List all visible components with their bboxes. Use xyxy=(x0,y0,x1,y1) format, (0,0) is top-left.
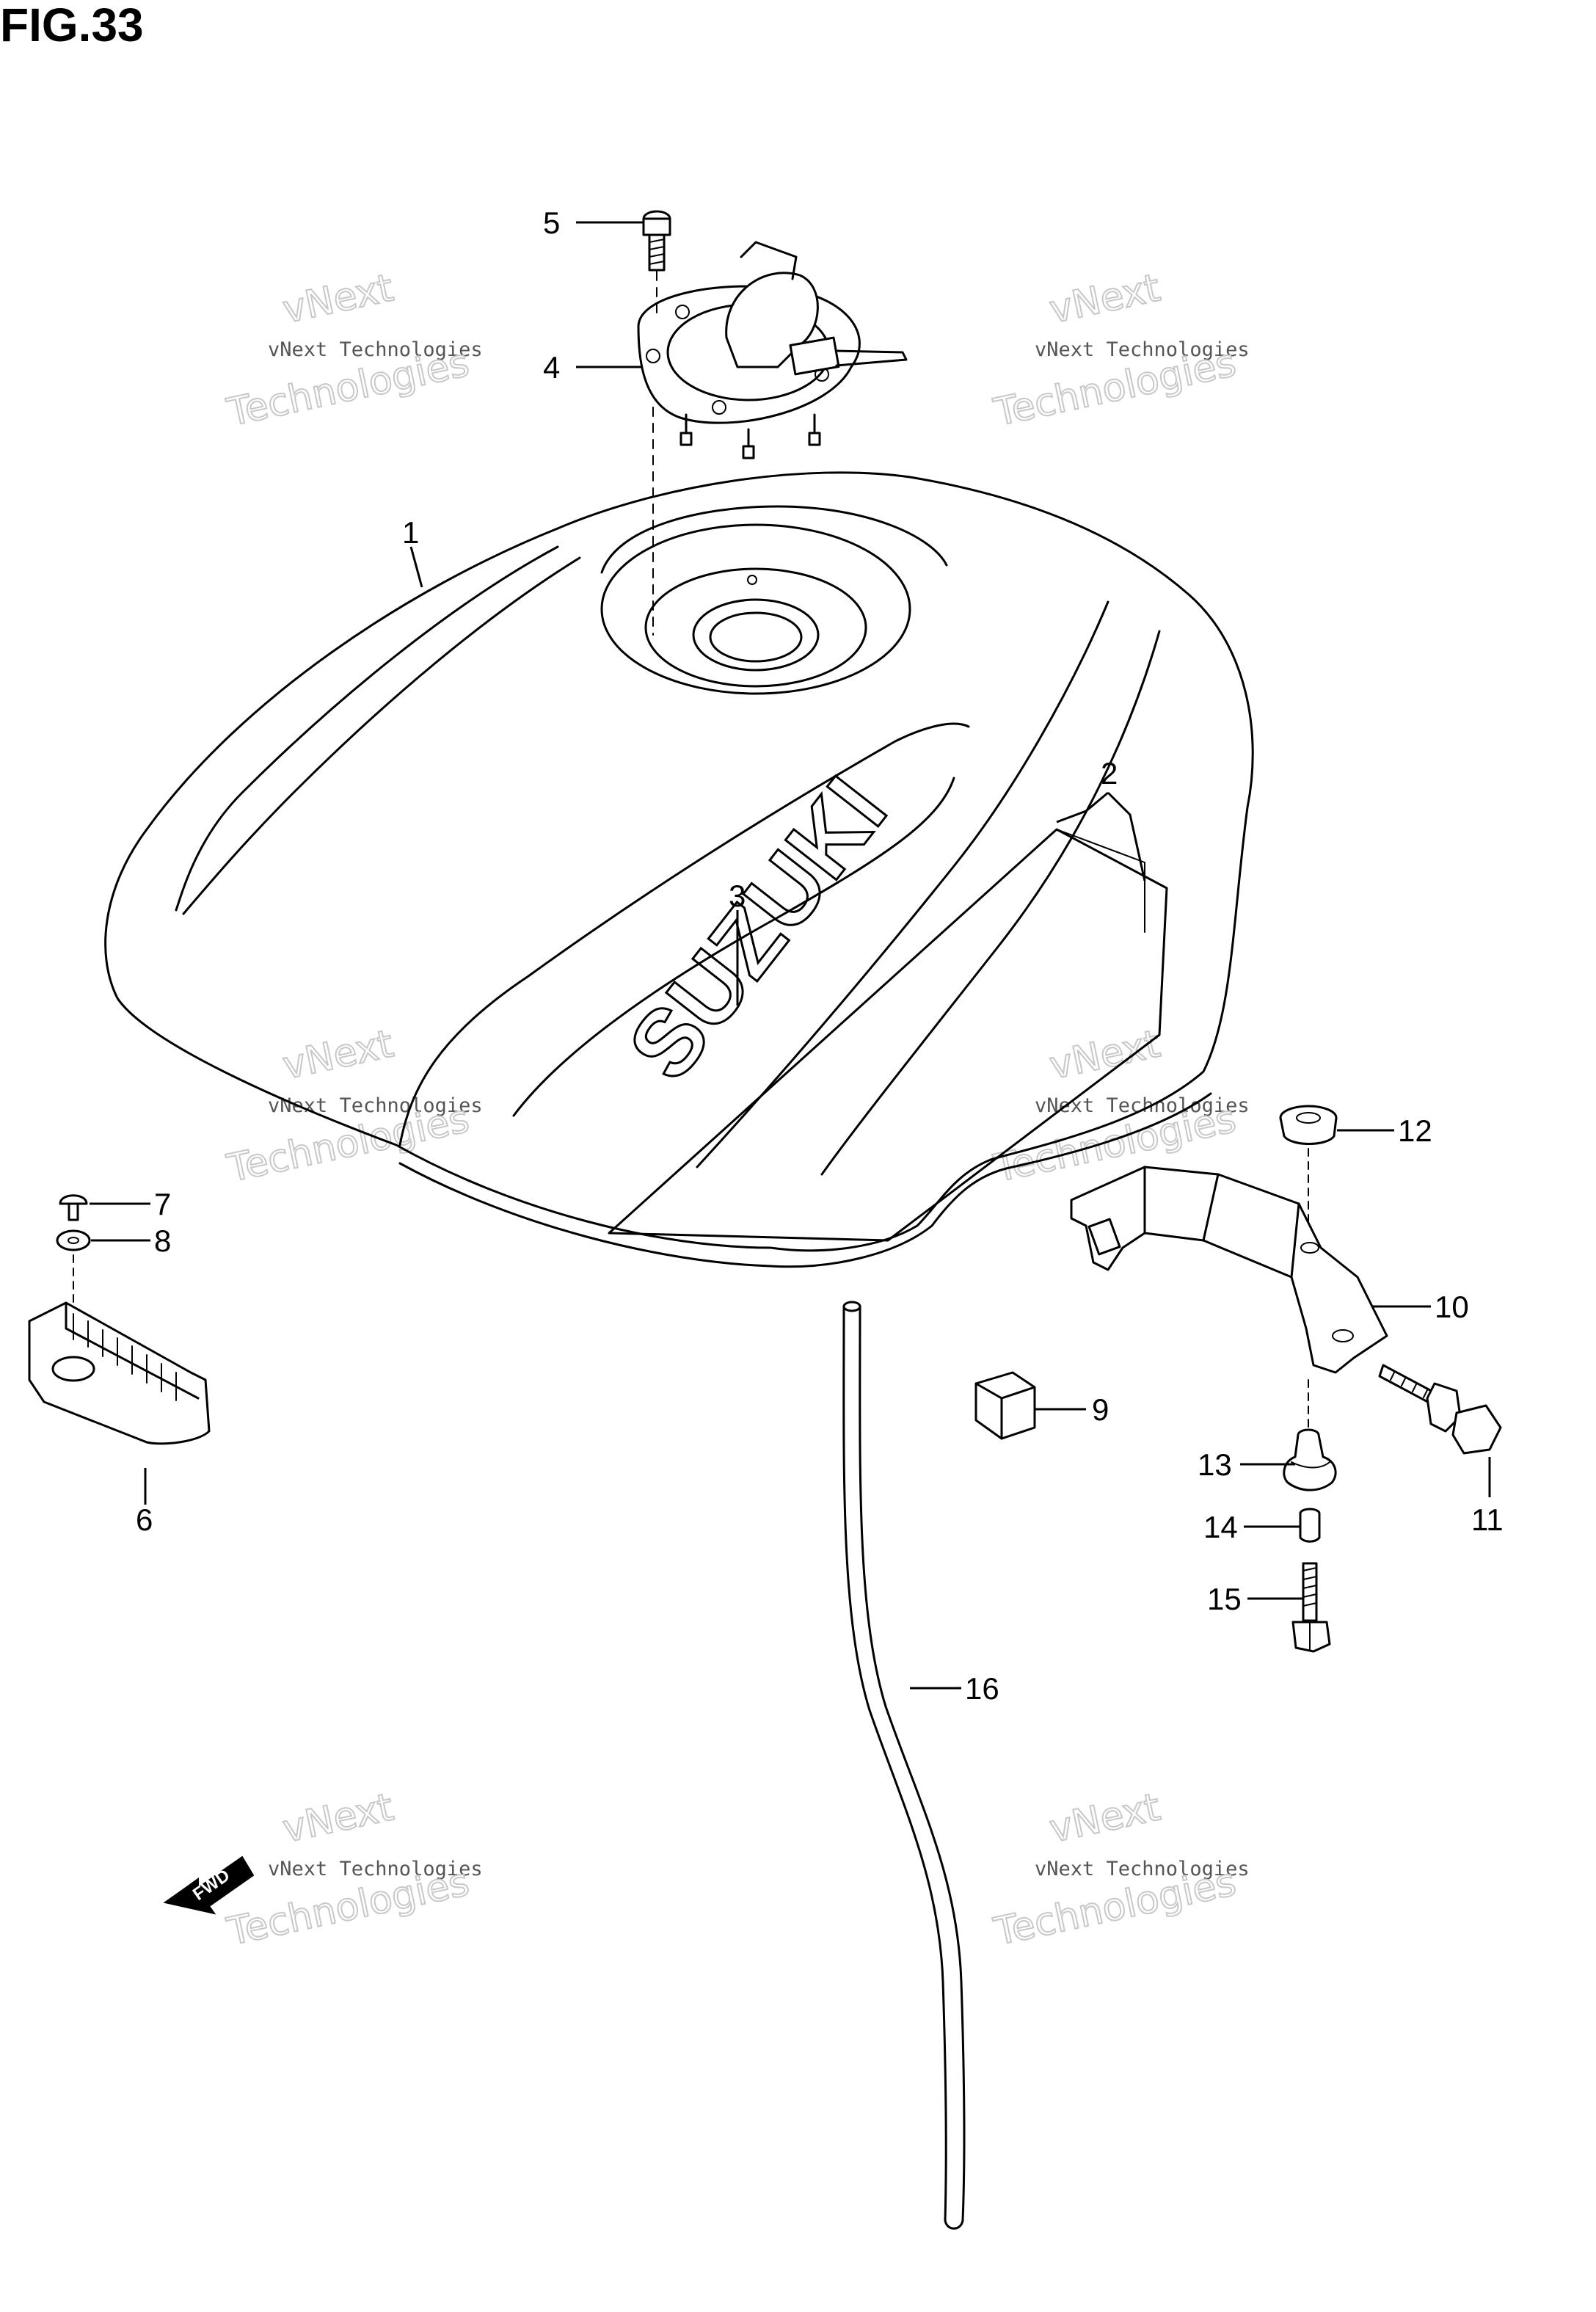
watermark-text: vNext Technologies xyxy=(268,338,483,361)
callout-15: 15 xyxy=(1207,1582,1242,1616)
callout-leaders xyxy=(90,221,1491,1690)
callout-2: 2 xyxy=(1101,756,1118,790)
bracket-assembly xyxy=(1070,1105,1502,1653)
tank-outline xyxy=(104,471,1254,1252)
grommet-13 xyxy=(1283,1428,1337,1491)
watermark-mid-left: vNext vNext Technologies Technologies xyxy=(222,1021,483,1191)
watermark-vnext: vNext xyxy=(1046,1022,1164,1088)
callout-11: 11 xyxy=(1471,1502,1504,1537)
callout-3: 3 xyxy=(729,879,746,913)
watermark-text: vNext Technologies xyxy=(1035,1094,1250,1117)
filler-bolt-hole xyxy=(747,575,757,585)
callout-5: 5 xyxy=(543,206,560,240)
filler-neck-inner xyxy=(709,611,803,663)
watermarks: vNext vNext Technologies Technologies vN… xyxy=(222,265,1250,1955)
callout-1: 1 xyxy=(402,515,419,550)
watermark-text: vNext Technologies xyxy=(1035,1858,1250,1880)
callout-7: 7 xyxy=(154,1187,171,1221)
filler-well-outer xyxy=(600,523,911,695)
callout-16: 16 xyxy=(965,1671,999,1706)
fuel-cap-assembly xyxy=(637,210,908,636)
filler-well-ridge xyxy=(600,505,948,574)
tank-decal-edge xyxy=(1056,829,1145,933)
alignment-line xyxy=(652,271,657,636)
side-cover-assembly xyxy=(28,1194,211,1445)
fuel-cap xyxy=(637,241,908,459)
callout-numbers: 1 2 3 4 5 6 7 8 9 10 11 12 13 14 15 16 xyxy=(136,206,1504,1706)
bolt-11 xyxy=(1378,1364,1502,1455)
leader-1 xyxy=(409,546,423,588)
tank-left-groove xyxy=(175,545,559,912)
tank-logo: SUZUKI xyxy=(608,759,906,1099)
cap-bolt xyxy=(642,210,671,272)
callout-9: 9 xyxy=(1092,1392,1109,1427)
tank-right-sweep xyxy=(696,600,1109,1168)
callout-10: 10 xyxy=(1435,1290,1469,1324)
bracket-10 xyxy=(1070,1166,1388,1374)
watermark-vnext: vNext xyxy=(279,1022,397,1088)
watermark-text: vNext Technologies xyxy=(268,1094,483,1117)
leader-2 xyxy=(1056,791,1146,881)
callout-8: 8 xyxy=(154,1224,171,1258)
side-cover-6 xyxy=(28,1301,211,1445)
watermark-vnext: vNext xyxy=(1046,266,1164,332)
watermark-vnext: vNext xyxy=(279,1785,397,1851)
collar-14 xyxy=(1299,1508,1321,1543)
callout-12: 12 xyxy=(1398,1113,1432,1148)
tank-knee-recess xyxy=(398,722,970,1146)
filler-neck xyxy=(692,598,820,672)
filler-well-mid xyxy=(644,567,867,688)
tank-decal-stripe xyxy=(608,828,1168,1242)
watermark-mid-right: vNext vNext Technologies Technologies xyxy=(989,1021,1250,1191)
callout-13: 13 xyxy=(1198,1447,1232,1482)
breather-hose-16 xyxy=(842,1301,966,2230)
tank-right-sweep-inner xyxy=(820,630,1161,1176)
callout-6: 6 xyxy=(136,1502,153,1537)
watermark-vnext: vNext xyxy=(1046,1785,1164,1851)
screw-7 xyxy=(59,1194,88,1221)
cushion-9 xyxy=(974,1371,1036,1440)
watermark-top-right: vNext vNext Technologies Technologies xyxy=(989,265,1250,435)
watermark-vnext: vNext xyxy=(279,266,397,332)
tank-lower-rim xyxy=(398,1092,1212,1268)
figure-title: FIG.33 xyxy=(0,0,144,51)
bolt-15 xyxy=(1291,1562,1331,1653)
forward-direction-marker: FWD xyxy=(163,1855,255,1915)
cushion-12 xyxy=(1279,1105,1338,1145)
watermark-bottom-left: vNext vNext Technologies Technologies xyxy=(222,1784,483,1955)
callout-14: 14 xyxy=(1203,1510,1238,1544)
tank-left-groove-inner xyxy=(182,556,581,915)
watermark-text: vNext Technologies xyxy=(1035,338,1250,361)
watermark-text: vNext Technologies xyxy=(268,1858,483,1880)
callout-4: 4 xyxy=(543,350,560,385)
watermark-bottom-right: vNext vNext Technologies Technologies xyxy=(989,1784,1250,1955)
watermark-top-left: vNext vNext Technologies Technologies xyxy=(222,265,483,435)
tank-knee-recess-inner xyxy=(512,777,955,1117)
washer-8 xyxy=(56,1229,91,1251)
